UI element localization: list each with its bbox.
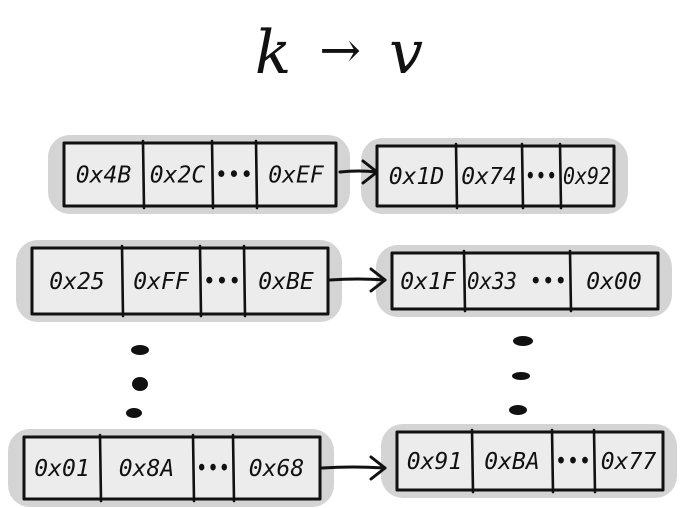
row-1-key-cell-4: 0xBE <box>258 269 314 295</box>
row-1-key-divider-1 <box>120 244 125 318</box>
row-1-arrow-head <box>369 267 387 293</box>
title-value: v <box>389 18 430 88</box>
row-2-value-cell-3: ••• <box>555 449 591 475</box>
row-2-value-box <box>395 430 665 492</box>
row-1-key-cell-2: 0xFF <box>133 269 190 295</box>
row-2-key-box <box>22 435 322 501</box>
title-key: k <box>254 18 298 88</box>
right-ellipsis-dot-2 <box>512 372 530 380</box>
row-0-value-divider-3 <box>558 142 563 210</box>
left-ellipsis-dot-3 <box>126 408 142 418</box>
row-0-key-divider-3 <box>254 139 259 210</box>
right-ellipsis-dot-1 <box>513 336 533 346</box>
row-0-key-cell-3: ••• <box>215 163 253 189</box>
row-1-key-cell-3: ••• <box>203 269 241 295</box>
row-0-key-divider-1 <box>141 139 146 210</box>
title-arrow: → <box>319 21 368 79</box>
row-2-value-cell-2: 0xBA <box>484 449 539 475</box>
row-2-value-cell-4: 0x77 <box>601 449 657 475</box>
row-0-value-box <box>375 144 616 208</box>
row-2-key-cell-3: ••• <box>196 456 230 482</box>
row-0-value-cell-3: ••• <box>525 164 557 190</box>
row-2-key-cell-2: 0x8A <box>119 456 174 482</box>
row-1-value-divider-1 <box>462 249 467 313</box>
row-1-key-box <box>30 246 330 316</box>
row-1-arrow-shaft <box>328 277 387 282</box>
row-0-value-cell-1: 0x1D <box>389 164 444 190</box>
row-1-value-cell-2: 0x33 ••• <box>467 269 567 295</box>
row-1-value-box <box>390 251 660 311</box>
row-1-key-cell-1: 0x25 <box>49 269 104 295</box>
row-2-key-cell-4: 0x68 <box>249 456 304 482</box>
left-ellipsis-dot-1 <box>131 345 149 355</box>
row-2-value-cell-1: 0x91 <box>407 449 462 475</box>
row-2-value-divider-1 <box>470 428 475 494</box>
row-0-key-cell-2: 0x2C <box>150 163 206 189</box>
row-0-value-divider-2 <box>520 142 525 210</box>
row-0-value-divider-1 <box>454 142 459 210</box>
row-1-value-cell-1: 0x1F <box>400 269 457 295</box>
right-ellipsis-dot-3 <box>509 405 527 415</box>
row-0-arrow-shaft <box>338 169 379 174</box>
row-1-value-divider-2 <box>568 249 573 313</box>
row-1-value-cell-3: 0x00 <box>586 269 641 295</box>
row-0-key-box <box>62 141 338 208</box>
row-0-value-cell-2: 0x74 <box>461 164 516 190</box>
row-0-key-cell-1: 0x4B <box>76 163 132 189</box>
row-0-value-cell-4: 0x92 <box>563 164 611 190</box>
row-2-key-cell-1: 0x01 <box>34 456 89 482</box>
row-1-key-divider-3 <box>242 244 247 318</box>
row-2-key-divider-1 <box>98 433 103 503</box>
row-2-arrow-shaft <box>320 465 387 470</box>
row-2-value-divider-2 <box>550 428 555 494</box>
row-0-key-divider-2 <box>210 139 215 210</box>
row-0-arrow-head <box>361 159 379 185</box>
row-2-key-divider-3 <box>231 433 236 503</box>
row-1-key-divider-2 <box>198 244 203 318</box>
row-2-arrow-head <box>369 455 387 481</box>
left-ellipsis-dot-2 <box>132 377 148 391</box>
row-2-key-divider-2 <box>191 433 196 503</box>
row-2-value-divider-3 <box>592 428 597 494</box>
row-0-key-cell-4: 0xEF <box>268 163 325 189</box>
diagram-title: k → v <box>0 18 684 88</box>
